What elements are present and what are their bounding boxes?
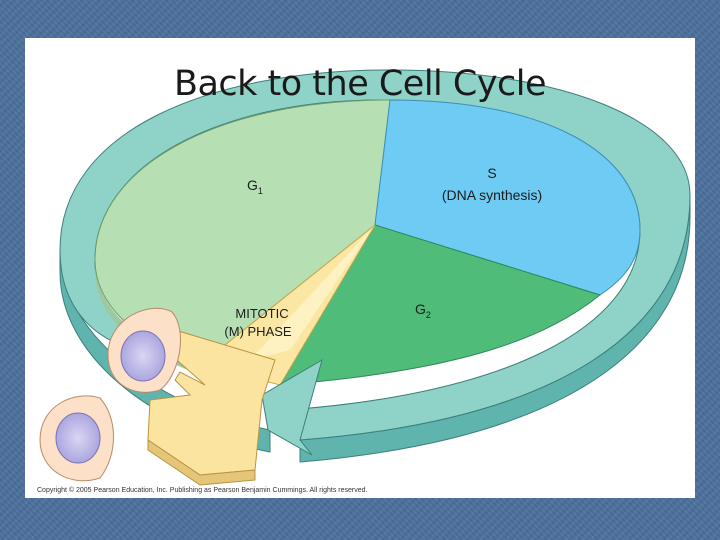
copyright-text: Copyright © 2005 Pearson Education, Inc.… <box>37 487 368 494</box>
nucleus-upper <box>120 330 166 382</box>
s-detail-label: (DNA synthesis) <box>442 187 542 203</box>
g1-label: G1 <box>247 177 263 196</box>
mitotic-label-line1: MITOTIC <box>235 306 288 321</box>
g2-label: G2 <box>415 301 431 320</box>
mitotic-label-line2: (M) PHASE <box>224 324 292 339</box>
nucleus-lower <box>55 412 101 464</box>
s-label: S <box>487 165 496 181</box>
slide-title: Back to the Cell Cycle <box>173 64 547 104</box>
mitotic-sector-highlight <box>250 225 375 360</box>
s-sector <box>374 99 641 296</box>
g2-sector <box>279 224 602 386</box>
ring-arrowhead <box>261 358 323 456</box>
mitosis-split-arrow-side <box>147 439 256 486</box>
